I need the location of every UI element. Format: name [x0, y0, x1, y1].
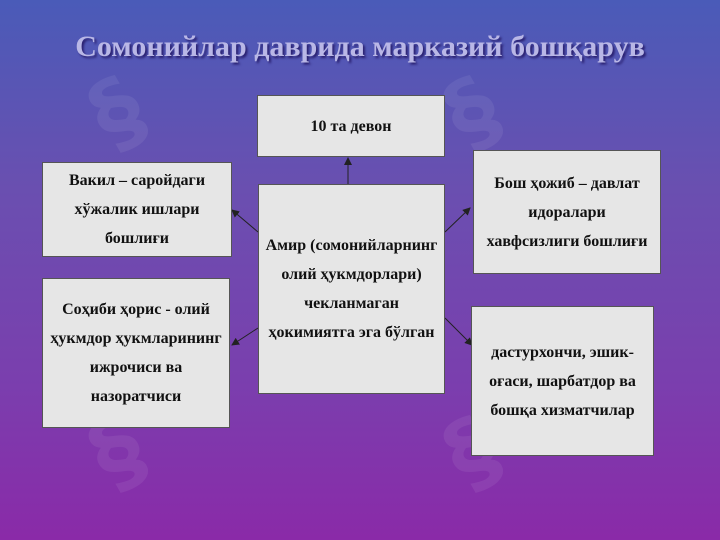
arrow-to-vakil [231, 209, 259, 233]
slide-title: Сомонийлар даврида марказий бошқарув [75, 30, 645, 63]
arrow-to-hojib [444, 207, 471, 233]
box-sohib: Соҳиби ҳорис - олий ҳукмдор ҳукмларининг… [42, 278, 230, 428]
box-amir: Амир (сомонийларнинг олий ҳукмдорлари) ч… [258, 184, 445, 394]
box-devon: 10 та девон [257, 95, 445, 157]
arrow-to-dastur [444, 317, 473, 346]
box-hojib: Бош ҳожиб – давлат идоралари хавфсизлиги… [473, 150, 661, 274]
arrow-to-sohib [231, 327, 259, 346]
box-vakil: Вакил – саройдаги хўжалик ишлари бошлиғи [42, 162, 232, 257]
box-dastur: дастурхончи, эшик-оғаси, шарбатдор ва бо… [471, 306, 654, 456]
